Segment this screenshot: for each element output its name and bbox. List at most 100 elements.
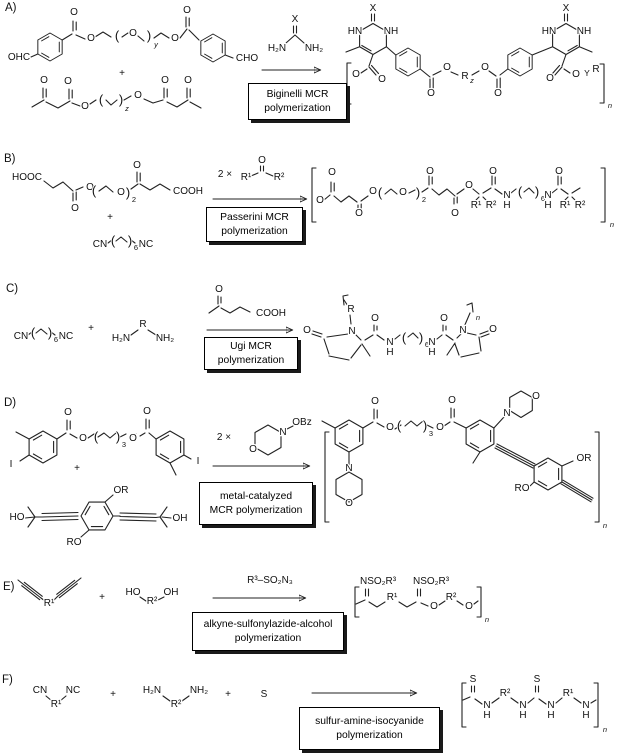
bonds [139,596,165,602]
paren: ) [119,92,123,107]
panel-d-reaction-box: metal-catalyzed MCR polymerization [199,482,313,525]
atom-label: NSO₂R³ [413,576,450,587]
box-line: alkyne-sulfonylazide-alcohol [203,619,333,631]
atom-label: OBz [292,417,311,428]
subscript-label: 6 [425,340,429,349]
panel-d-structures: I O O ( ) 3 O O I + HO OR RO OH 2 × N O … [8,390,608,550]
panel-a-label: A) [5,2,17,14]
atom-label: R² [486,200,497,211]
bracket [324,431,600,523]
atom-label: H [386,347,393,358]
atom-label: O [352,69,360,80]
panel-e-structures: R¹ + HO R² OH R³–SO₂N₃ NSO₂R³ NSO₂R³ R¹ … [17,574,490,625]
subscript-label: 6 [54,335,58,344]
paren: ( [115,28,120,43]
subscript-label: y [153,40,159,49]
atom-label: O [532,391,540,402]
bracket [461,682,599,728]
atom-label: O [371,313,379,324]
paren: ) [128,233,132,248]
subscript-label: n [476,313,480,322]
atom-label: O [546,73,554,84]
atom-label: R [347,304,354,315]
atom-label: OHC [8,52,30,63]
atom-label: O [171,33,179,44]
panel-d-label: D) [4,397,17,409]
atom-label: R¹ [241,172,252,183]
paren: ( [94,429,99,444]
atom-label: O [436,422,444,433]
panel-e-reaction-box: alkyne-sulfonylazide-alcohol polymerizat… [192,612,344,651]
panel-f-reaction-box: sulfur-amine-isocyanide polymerization [299,707,440,750]
atom-label: S [261,689,268,700]
subscript-label: z [124,104,129,113]
paren: ( [397,418,402,433]
atom-label: O [86,182,94,193]
box-line: Biginelli MCR [266,89,329,101]
atom-label: O [134,90,142,101]
atom-label: X [370,3,377,14]
paren: ) [147,28,151,43]
atom-label: H [547,710,554,721]
atom-label: CN [93,239,107,250]
paren: ) [423,418,427,433]
box-line: polymerization [234,632,302,644]
paren: ( [111,233,116,248]
atom-label: O [215,284,223,295]
subscript-label: n [610,220,614,229]
bonds [130,329,157,336]
atom-label: NC [139,239,153,250]
panel-e-label: E) [3,581,15,593]
atom-label: HO [10,512,25,523]
bonds [45,695,67,702]
atom-label: H [519,710,526,721]
panel-b-structures: HOOC O O ( O ) 2 O COOH + CN ( ) 6 NC 2 … [11,154,616,254]
bonds [323,175,581,212]
atom-label: NH [384,26,398,37]
bracket [354,586,482,618]
bonds [31,87,202,109]
bonds [43,171,171,202]
atom-label: HN [542,26,556,37]
atom-label: O [87,33,95,44]
subscript-label: 3 [429,429,433,438]
multiplier: 2 × [218,169,232,180]
bonds [107,236,136,244]
bonds [17,577,82,602]
atom-label: R² [147,596,158,607]
atom-label: NC [66,685,80,696]
atom-label: O [369,186,377,197]
plus-sign: + [99,592,105,603]
subscript-label: n [608,101,612,110]
atom-label: O [70,7,78,18]
atom-label: R² [274,172,285,183]
bonds [162,695,190,702]
atom-label: HN [348,26,362,37]
atom-label: R² [171,699,182,710]
bonds [321,407,594,503]
atom-label: HOOC [12,172,42,183]
atom-label: X [563,3,570,14]
atom-label: N [348,326,355,337]
atom-label: O [440,313,448,324]
atom-label: O [133,160,141,171]
atom-label: R¹ [563,688,574,699]
atom-label: R [461,71,468,82]
panel-f-structures: CN R¹ NC + H₂N R² NH₂ + S S S N H R² N H… [31,673,608,736]
atom-label: N [547,700,554,711]
bonds [208,295,251,314]
subscript-label: 6 [541,194,545,203]
atom-label: O [64,76,72,87]
bonds [15,418,192,476]
bonds [345,13,397,76]
atom-label: O [572,69,580,80]
bonds [27,328,56,336]
atom-label: O [303,325,311,336]
atom-label: N [483,700,490,711]
morpholine-ring [335,471,363,503]
atom-label: N [279,427,286,438]
atom-label: N [582,700,589,711]
bonds [462,685,597,705]
panel-a-reaction-box: Biginelli MCR polymerization [248,83,347,120]
atom-label: N [459,325,466,336]
